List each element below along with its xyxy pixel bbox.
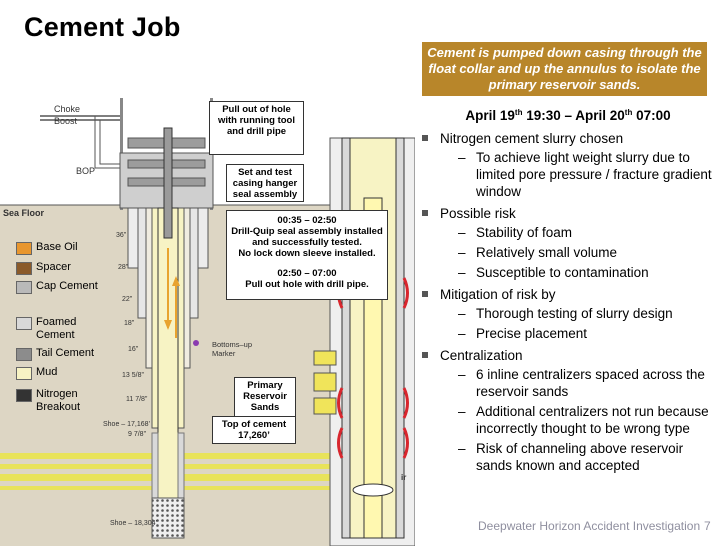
nitrogen-breakout (151, 497, 185, 539)
sea-floor-label: Sea Floor (3, 208, 45, 218)
bottoms-up-marker (193, 340, 199, 346)
date-range: April 19th 19:30 – April 20th 07:00 (418, 104, 718, 124)
date-end-sup: th (624, 108, 633, 117)
choke-label: Choke (54, 104, 81, 114)
legend-item: Spacer (16, 261, 116, 275)
sub-bullet-item: Additional centralizers not run because … (418, 403, 718, 437)
legend-item: Foamed Cement (16, 316, 116, 342)
timeline-time-2: 02:50 – 07:00 (277, 268, 337, 279)
legend-swatch (16, 367, 32, 380)
legend-label: Foamed Cement (36, 316, 77, 341)
timeline-text-2: Pull out hole with drill pipe. (245, 279, 369, 290)
well-diagram: Choke Boost BOP Sea Floor 36” 28” 22” 18… (0, 98, 415, 546)
shoe-1-label: Shoe – 17,168’ (103, 421, 151, 428)
legend-swatch (16, 317, 32, 330)
bullet-list: Nitrogen cement slurry chosen To achieve … (418, 130, 718, 474)
legend-label: Mud (36, 366, 58, 378)
bullet-item: Nitrogen cement slurry chosen (418, 130, 718, 147)
legend-swatch (16, 242, 32, 255)
bottoms-up-label: Bottoms–up Marker (212, 340, 253, 358)
timeline-time-1: 00:35 – 02:50 (277, 215, 337, 226)
date-start-time: 19:30 – April 20 (522, 108, 625, 123)
legend-label: Tail Cement (36, 347, 95, 359)
bullet-item: Centralization (418, 347, 718, 364)
legend-swatch (16, 348, 32, 361)
casing-16-label: 16” (128, 346, 139, 353)
footer-text: Deepwater Horizon Accident Investigation (478, 519, 701, 533)
sub-bullet-item: Precise placement (418, 325, 718, 342)
top-of-cement-label: Top of cement 17,260’ (212, 416, 296, 444)
date-end-time: 07:00 (632, 108, 671, 123)
legend-item: Base Oil (16, 241, 116, 255)
legend-item: Tail Cement (16, 347, 116, 361)
callout-banner: Cement is pumped down casing through the… (422, 42, 707, 96)
bullet-panel: April 19th 19:30 – April 20th 07:00 Nitr… (418, 104, 718, 477)
drill-pipe (163, 127, 173, 239)
sub-bullet-item: Stability of foam (418, 224, 718, 241)
sub-bullet-item: Susceptible to contamination (418, 264, 718, 281)
sub-bullet-item: 6 inline centralizers spaced across the … (418, 366, 718, 400)
casing-11-label: 11 7/8” (126, 396, 148, 403)
shoe-2-label: Shoe – 18,304’ (110, 520, 158, 527)
date-start-day: April 19 (465, 108, 515, 123)
boost-label: Boost (54, 116, 78, 126)
casing-36-label: 36” (116, 232, 127, 239)
casing-9-label: 9 7/8” (128, 431, 146, 438)
legend-label: Base Oil (36, 241, 78, 253)
pull-out-annotation: Pull out of hole with running tool and d… (209, 101, 304, 155)
timeline-annotation: 00:35 – 02:50 Drill-Quip seal assembly i… (226, 210, 388, 300)
sub-bullet-item: Thorough testing of slurry design (418, 305, 718, 322)
casing-22-label: 22” (122, 296, 133, 303)
set-test-annotation: Set and test casing hanger seal assembly (226, 164, 304, 202)
legend-label: Spacer (36, 261, 71, 273)
legend-item: Nitrogen Breakout (16, 388, 116, 414)
sub-bullet-item: To achieve light weight slurry due to li… (418, 149, 718, 200)
legend-item: Cap Cement (16, 280, 116, 294)
bullet-item: Mitigation of risk by (418, 286, 718, 303)
sub-bullet-item: Relatively small volume (418, 244, 718, 261)
casing-13-label: 13 5/8” (122, 372, 144, 379)
sub-bullet-item: Risk of channeling above reservoir sands… (418, 440, 718, 474)
casing-18-label: 18” (124, 320, 135, 327)
legend-label: Cap Cement (36, 280, 98, 292)
wellbore-schematic (0, 98, 415, 546)
bullet-item: Possible risk (418, 205, 718, 222)
truncated-label: ir (401, 473, 407, 482)
legend-swatch (16, 389, 32, 402)
page-number: 7 (704, 519, 711, 533)
primary-reservoir-label: Primary Reservoir Sands (234, 377, 296, 417)
timeline-text-1: Drill-Quip seal assembly installed and s… (231, 226, 383, 248)
date-start-sup: th (514, 108, 523, 117)
casing-28-label: 28” (118, 264, 129, 271)
legend-item: Mud (16, 366, 116, 380)
slide-title: Cement Job (24, 12, 181, 42)
legend-swatch (16, 262, 32, 275)
legend-swatch (16, 281, 32, 294)
bop-label: BOP (76, 166, 96, 176)
legend-label: Nitrogen Breakout (36, 388, 81, 413)
timeline-text-1b: No lock down sleeve installed. (238, 248, 376, 259)
